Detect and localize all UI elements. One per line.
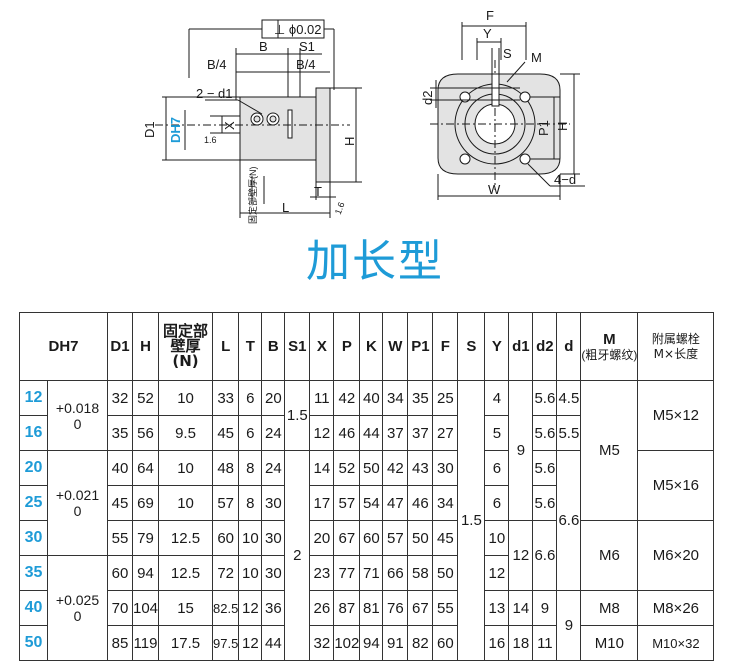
d1-merged-a: 9 xyxy=(508,380,534,521)
table-row: 30 55 79 12.5 60 10 30 20 67 60 57 50 45… xyxy=(19,520,715,591)
header-M-sub: (粗牙螺纹) xyxy=(581,348,638,362)
label-H-front: H xyxy=(555,122,570,131)
label-S: S xyxy=(503,46,512,61)
label-T: T xyxy=(314,184,322,199)
label-D1: D1 xyxy=(142,121,157,138)
table-row: 16 35 56 9.5 45 6 24 12 46 44 37 37 27 5… xyxy=(19,415,714,451)
tolerance-cell: +0.025 0 xyxy=(47,555,108,661)
label-d2: d2 xyxy=(420,91,435,105)
page-title: 加长型 xyxy=(306,236,444,287)
spec-table: DH7 D1 H 固定部壁厚(N) L T B S1 X P K W P1 F … xyxy=(19,312,715,661)
header-L: L xyxy=(212,312,240,381)
header-B: B xyxy=(261,312,286,381)
flatness-label: ⊥ ϕ0.02 xyxy=(274,22,322,37)
front-view-drawing xyxy=(430,22,585,200)
header-screw-line2: M×长度 xyxy=(653,346,699,361)
dh-size-cell: 50 xyxy=(19,625,48,661)
label-B4-left: B/4 xyxy=(207,57,227,72)
screw-merged-a: M5×12 xyxy=(637,380,715,451)
header-D1: D1 xyxy=(107,312,133,381)
header-P1: P1 xyxy=(407,312,434,381)
header-d: d xyxy=(556,312,582,381)
header-M: M (粗牙螺纹) xyxy=(580,312,639,381)
technical-drawings: ⊥ ϕ0.02 B S1 B/4 B/4 2 − d1 X D1 DH7 1.6… xyxy=(0,0,750,245)
header-S1: S1 xyxy=(284,312,311,381)
table-row: 50 85 119 17.5 97.5 12 44 32 102 94 91 8… xyxy=(19,625,715,661)
tolerance-cell: +0.021 0 xyxy=(47,450,108,556)
header-d2: d2 xyxy=(532,312,558,381)
label-L: L xyxy=(282,200,289,215)
table-row: 25 45 69 10 57 8 30 17 57 54 47 46 34 6 … xyxy=(19,485,714,521)
label-H-side: H xyxy=(342,137,357,146)
dh-size-cell: 16 xyxy=(19,415,48,451)
label-chamfer: 1.6 xyxy=(333,201,347,216)
label-wall-thickness: 固定部壁厚(N) xyxy=(247,167,258,225)
header-T: T xyxy=(238,312,263,381)
dh-size-cell: 25 xyxy=(19,485,48,521)
table-row: 12 +0.018 0 32 52 10 33 6 20 1.5 11 42 4… xyxy=(19,380,715,661)
table-row: 35 +0.025 0 60 94 12.5 72 10 30 23 77 71… xyxy=(19,555,714,661)
header-F: F xyxy=(432,312,459,381)
label-Y: Y xyxy=(483,26,492,41)
header-X: X xyxy=(309,312,335,381)
header-H: H xyxy=(131,312,160,381)
label-S1: S1 xyxy=(299,39,315,54)
label-2-d1: 2 − d1 xyxy=(196,86,233,101)
label-DH7: DH7 xyxy=(168,117,183,143)
header-screw-line1: 附属螺栓 xyxy=(651,331,700,346)
header-W: W xyxy=(382,312,409,381)
table-row: 20 +0.021 0 40 64 10 48 8 24 2 14 52 50 … xyxy=(19,450,715,661)
header-screw: 附属螺栓 M×长度 xyxy=(637,312,715,381)
header-S: S xyxy=(457,312,486,381)
label-W: W xyxy=(488,182,501,197)
side-view-drawing xyxy=(155,19,362,218)
drawings-svg: ⊥ ϕ0.02 B S1 B/4 B/4 2 − d1 X D1 DH7 1.6… xyxy=(142,8,585,225)
label-P1: P1 xyxy=(536,120,551,136)
label-1-6: 1.6 xyxy=(204,135,217,145)
dh-size-cell: 20 xyxy=(19,450,48,486)
header-P: P xyxy=(333,312,361,381)
m-merged-a: M5 xyxy=(580,380,639,521)
screw-merged-b: M5×16 xyxy=(637,450,715,521)
dh-size-cell: 40 xyxy=(19,590,48,626)
label-F: F xyxy=(486,8,494,23)
header-Y: Y xyxy=(484,312,510,381)
s1-merged-a: 1.5 xyxy=(284,380,311,451)
header-K: K xyxy=(359,312,384,381)
table-header-row: DH7 D1 H 固定部壁厚(N) L T B S1 X P K W P1 F … xyxy=(19,312,715,381)
s-merged: 1.5 xyxy=(457,380,486,661)
dh-size-cell: 12 xyxy=(19,380,48,416)
table-row: 40 70 104 15 82.5 12 36 26 87 81 76 67 5… xyxy=(19,590,715,661)
screw-merged-c: M6×20 xyxy=(637,520,715,591)
s1-merged-b: 2 xyxy=(284,450,311,661)
d-merged-mid: 6.6 xyxy=(556,450,582,591)
dh-size-cell: 30 xyxy=(19,520,48,556)
label-X: X xyxy=(222,121,237,130)
label-B: B xyxy=(259,39,268,54)
d1-merged-b: 12 xyxy=(508,520,534,591)
label-B4-right: B/4 xyxy=(296,57,316,72)
dh-size-cell: 35 xyxy=(19,555,48,591)
label-4-d: 4−d xyxy=(554,172,576,187)
header-wall-thickness: 固定部壁厚(N) xyxy=(158,312,214,381)
header-d1: d1 xyxy=(508,312,534,381)
d2-merged-b: 6.6 xyxy=(532,520,558,591)
label-M: M xyxy=(531,50,542,65)
m-merged-b: M6 xyxy=(580,520,639,591)
tolerance-cell: +0.018 0 xyxy=(47,380,108,451)
header-dh7: DH7 xyxy=(19,312,108,381)
header-M-main: M xyxy=(603,331,616,348)
